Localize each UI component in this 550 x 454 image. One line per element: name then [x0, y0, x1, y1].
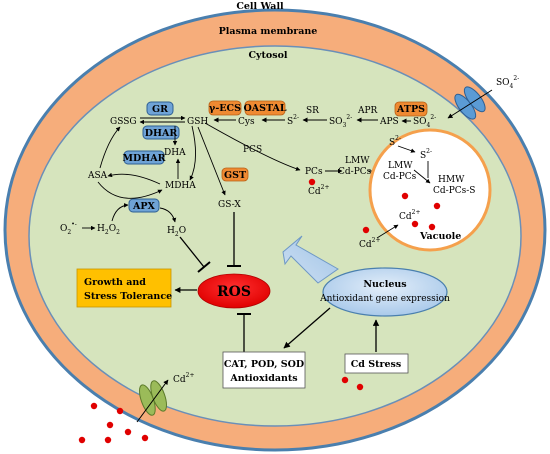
nucleus	[322, 267, 448, 317]
antioxidants-box: CAT, POD, SOD Antioxidants	[222, 351, 306, 389]
asa-label: ASA	[87, 171, 108, 181]
dha-label: DHA	[164, 148, 186, 158]
mdhar-enzyme: MDHAR	[123, 150, 166, 165]
gr-enzyme: GR	[146, 101, 174, 116]
cell-wall-label: Cell Wall	[236, 1, 284, 12]
svg-text:MDHAR: MDHAR	[123, 153, 166, 164]
svg-text:Antioxidants: Antioxidants	[229, 373, 297, 384]
gst-enzyme: GST	[221, 167, 249, 182]
cd-vacuole-entry-label: Cd2+	[359, 237, 381, 250]
cd-stress-box: Cd Stress	[344, 353, 409, 374]
pcs-enzyme-label: PCS	[243, 145, 262, 155]
vacuole	[368, 128, 492, 252]
mdha-to-asa-arrow	[107, 172, 161, 185]
cd-dot-outside-5	[104, 436, 112, 444]
lmw-cytosol-line2: Cd-PCs	[338, 167, 372, 177]
svg-text:γ-ECS: γ-ECS	[209, 103, 241, 114]
svg-text:APX: APX	[132, 201, 156, 212]
svg-text:Stress Tolerance: Stress Tolerance	[84, 291, 172, 302]
cd-dot-vacuole-1	[401, 192, 409, 200]
nucleus-to-antioxidants-arrow	[283, 307, 331, 349]
asa-to-mdha-arrow	[97, 181, 163, 199]
cd-dot-cytosol	[308, 178, 316, 186]
svg-text:CAT, POD, SOD: CAT, POD, SOD	[224, 359, 304, 370]
cd-vacuole-label: Cd2+	[399, 209, 421, 222]
cd-dot-stress-2	[356, 383, 364, 391]
cd-into-vacuole-arrow	[376, 224, 399, 239]
aps-label: APS	[379, 117, 399, 127]
cd-dot-vacuole-2	[433, 202, 441, 210]
nucleus-title: Nucleus	[363, 279, 406, 290]
gsh-to-gsx-arrow	[197, 126, 226, 196]
svg-text:GR: GR	[152, 104, 168, 115]
svg-text:GST: GST	[224, 170, 246, 181]
cadmium-channel	[139, 380, 167, 416]
h2o-inhibits-ros	[179, 236, 205, 268]
nucleus-text: Antioxidant gene expression	[319, 294, 450, 304]
sulfide-vacuole-label: S2-	[389, 135, 401, 148]
cd-dot-vacuole-3	[411, 220, 419, 228]
pcs-label: PCs	[305, 167, 323, 177]
cytosol-label: Cytosol	[248, 50, 287, 61]
cd-dot-vacuole-4	[428, 223, 436, 231]
sulfide-vacuole-arrow	[397, 145, 416, 153]
asa-to-gssg-arrow	[99, 126, 121, 169]
nucleus-signal-arrow	[282, 235, 339, 284]
oastal-enzyme: OASTAL	[243, 100, 287, 116]
svg-text:Cd Stress: Cd Stress	[351, 359, 402, 370]
lmw-to-hmw-arrow	[413, 169, 431, 184]
hmw-line2: Cd-PCs-S	[433, 186, 475, 196]
so3-label: SO32-	[329, 114, 352, 129]
gamma-ecs-enzyme: γ-ECS	[208, 100, 242, 116]
sulfate-uptake-arrow	[447, 89, 493, 119]
gsh-to-mdha-arrow	[189, 125, 196, 181]
cd-dot-outside-4	[124, 428, 132, 436]
cd-outside-label: Cd2+	[173, 372, 195, 385]
mdha-label: MDHA	[165, 181, 196, 191]
gsx-label: GS-X	[218, 200, 241, 210]
lmw-vacuole-line2: Cd-PCs	[383, 172, 417, 182]
h2o-inhibit-bar	[197, 261, 211, 273]
cd-dot-outside-6	[141, 434, 149, 442]
vacuole-label: Vacuole	[419, 231, 461, 242]
sr-label: SR	[306, 106, 319, 116]
cd-dot-outside-2	[116, 407, 124, 415]
svg-text:DHAR: DHAR	[145, 128, 178, 139]
apx-enzyme: APX	[128, 198, 160, 213]
h2o2-to-apx-arrow	[111, 203, 129, 222]
ros-node	[197, 273, 271, 309]
cd-dot-stress-1	[341, 376, 349, 384]
hmw-line1: HMW	[438, 175, 465, 185]
water-label: H2O	[167, 226, 186, 238]
cd-dot-outside-3	[106, 421, 114, 429]
gsh-to-pcs-arrow	[204, 122, 301, 171]
sulfide-label: S2-	[287, 114, 299, 127]
cd-dot-vacuole-entry	[362, 226, 370, 234]
plasma-membrane-label: Plasma membrane	[219, 26, 318, 37]
dhar-enzyme: DHAR	[142, 125, 180, 140]
apr-label: APR	[357, 106, 378, 116]
cd-uptake-arrow	[136, 379, 169, 423]
superoxide-label: O2•-	[60, 221, 77, 236]
cys-label: Cys	[238, 117, 255, 127]
lmw-vacuole-line1: LMW	[388, 161, 413, 171]
svg-text:Growth and: Growth and	[84, 277, 146, 288]
h2o2-label: H2O2	[97, 224, 120, 236]
lmw-cytosol-line1: LMW	[345, 156, 370, 166]
gsh-label: GSH	[187, 117, 208, 127]
svg-text:OASTAL: OASTAL	[243, 103, 286, 114]
sulfide-vacuole-inner-label: S2-	[420, 148, 432, 161]
svg-text:ATPS: ATPS	[396, 104, 425, 115]
growth-stress-tolerance-box: Growth and Stress Tolerance	[76, 268, 172, 308]
apx-to-h2o-arrow	[159, 207, 177, 223]
so4-cytosol-label: SO42-	[413, 114, 436, 129]
cd-dot-outside-1	[90, 402, 98, 410]
cd-cytosol-label: Cd2+	[308, 184, 330, 197]
cd-dot-outside-7	[78, 436, 86, 444]
atps-enzyme: ATPS	[394, 101, 428, 117]
gssg-label: GSSG	[110, 117, 137, 127]
ros-label: ROS	[217, 284, 251, 300]
so4-outside-label: SO42-	[496, 75, 519, 90]
